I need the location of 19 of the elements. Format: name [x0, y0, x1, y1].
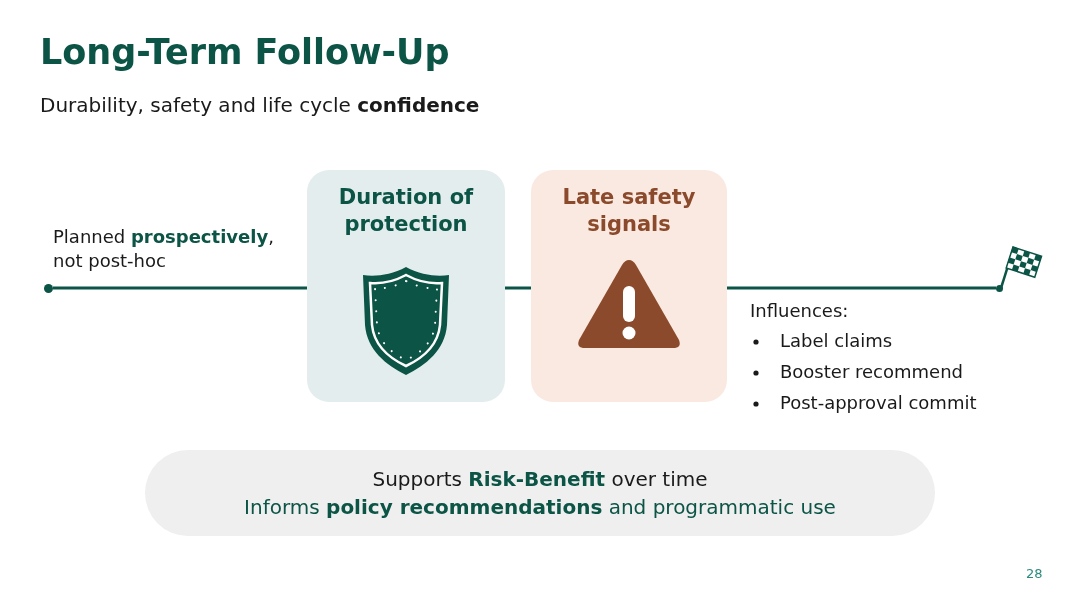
- list-item: Booster recommend: [780, 360, 963, 384]
- card-title: Late safety signals: [561, 184, 697, 238]
- list-item: Post-approval commit: [780, 391, 977, 415]
- timeline-end-dot: [996, 285, 1003, 292]
- timeline-card: [307, 170, 505, 402]
- timeline-card: [531, 170, 727, 402]
- summary-text: Informs policy recommendations and programmatic use: [243, 494, 837, 520]
- page-number: 28: [1026, 565, 1043, 583]
- subtitle: Durability, safety and life cycle confidence: [40, 92, 480, 118]
- list-heading: Influences:: [750, 299, 849, 323]
- slide-title: Long-Term Follow-Up: [40, 31, 450, 74]
- list-item: Label claims: [780, 329, 893, 353]
- note-text: Planned prospectively, not post-hoc: [53, 225, 275, 273]
- card-title: Duration of protection: [337, 184, 475, 238]
- timeline-line: [505, 286, 531, 290]
- timeline-start-dot: [44, 284, 53, 293]
- timeline-line: [727, 286, 996, 290]
- timeline-line: [53, 286, 307, 290]
- summary-text: Supports Risk-Benefit over time: [371, 466, 709, 492]
